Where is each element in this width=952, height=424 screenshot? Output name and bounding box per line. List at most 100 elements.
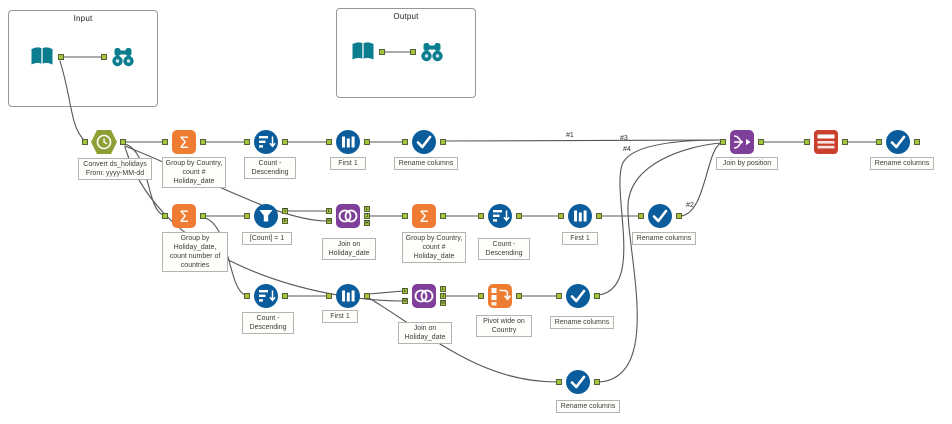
sample-1-annotation[interactable]: First 1 (330, 157, 366, 171)
input-anchor[interactable]: R (326, 218, 332, 224)
input-anchor[interactable] (556, 293, 562, 299)
input-anchor[interactable]: R (402, 298, 408, 304)
output-book-tool[interactable] (341, 38, 385, 66)
output-anchor[interactable]: R (364, 220, 370, 226)
input-anchor[interactable] (326, 139, 332, 145)
input-anchor[interactable] (101, 54, 107, 60)
sample-2-tool[interactable] (558, 202, 602, 230)
input-anchor[interactable] (876, 139, 882, 145)
output-anchor[interactable]: L (364, 206, 370, 212)
select-4-annotation[interactable]: Rename columns (556, 400, 620, 414)
dynamic-rename-tool[interactable] (804, 128, 848, 156)
select-2-annotation[interactable]: Rename columns (632, 232, 696, 246)
input-anchor[interactable] (478, 293, 484, 299)
input-anchor[interactable] (804, 139, 810, 145)
sample-3-annotation[interactable]: First 1 (322, 310, 358, 324)
join-multiple-annotation[interactable]: Join by position (716, 157, 778, 171)
input-anchor[interactable] (478, 213, 484, 219)
input-anchor[interactable] (638, 213, 644, 219)
input-anchor[interactable] (410, 49, 416, 55)
output-anchor[interactable]: R (440, 300, 446, 306)
datetime-annotation[interactable]: Convert ds_holidays From: yyyy-MM-dd (78, 158, 152, 181)
output-anchor[interactable] (282, 139, 288, 145)
select-1-tool[interactable] (402, 128, 446, 156)
output-anchor[interactable] (364, 293, 370, 299)
output-anchor[interactable] (594, 379, 600, 385)
output-anchor[interactable] (120, 139, 126, 145)
join-multiple-tool[interactable] (720, 128, 764, 156)
input-anchor[interactable] (558, 213, 564, 219)
select-2-tool[interactable] (638, 202, 682, 230)
select-4-tool[interactable] (556, 368, 600, 396)
sort-3-annotation[interactable]: Count - Descending (242, 312, 294, 335)
output-anchor[interactable]: L (440, 286, 446, 292)
output-anchor[interactable] (516, 293, 522, 299)
crosstab-annotation[interactable]: Pivot wide on Country (476, 315, 532, 338)
input-book-tool[interactable] (20, 43, 64, 71)
output-anchor[interactable] (282, 293, 288, 299)
output-browse-tool[interactable] (410, 38, 454, 66)
select-final-tool[interactable] (876, 128, 920, 156)
input-anchor[interactable] (556, 379, 562, 385)
select-icon (566, 370, 590, 394)
output-anchor[interactable] (516, 213, 522, 219)
summarize-3-tool[interactable]: Σ (402, 202, 446, 230)
join-1-annotation[interactable]: Join on Holiday_date (322, 238, 376, 261)
input-anchor[interactable] (162, 139, 168, 145)
sort-1-annotation[interactable]: Count - Descending (244, 157, 296, 180)
input-anchor[interactable]: L (402, 288, 408, 294)
output-anchor[interactable] (842, 139, 848, 145)
output-anchor[interactable] (440, 213, 446, 219)
input-anchor[interactable] (162, 213, 168, 219)
select-final-annotation[interactable]: Rename columns (870, 157, 934, 171)
input-anchor[interactable] (244, 139, 250, 145)
input-anchor[interactable] (326, 293, 332, 299)
input-anchor[interactable]: L (326, 208, 332, 214)
input-anchor[interactable] (244, 213, 250, 219)
output-anchor[interactable]: J (364, 213, 370, 219)
output-anchor[interactable] (58, 54, 64, 60)
output-anchor[interactable] (200, 213, 206, 219)
input-anchor[interactable] (720, 139, 726, 145)
summarize-1-tool[interactable]: Σ (162, 128, 206, 156)
sort-3-tool[interactable] (244, 282, 288, 310)
output-anchor[interactable]: T (282, 208, 288, 214)
select-1-annotation[interactable]: Rename columns (394, 157, 458, 171)
input-anchor[interactable] (244, 293, 250, 299)
sort-2-tool[interactable] (478, 202, 522, 230)
sort-2-annotation[interactable]: Count - Descending (478, 238, 530, 261)
crosstab-tool[interactable] (478, 282, 522, 310)
input-anchor[interactable] (402, 213, 408, 219)
input-anchor[interactable] (402, 139, 408, 145)
summarize-2-annotation[interactable]: Group by Holiday_date, count number of c… (162, 232, 228, 273)
input-anchor[interactable] (82, 139, 88, 145)
select-3-annotation[interactable]: Rename columns (550, 316, 614, 330)
datetime-tool[interactable] (82, 128, 126, 156)
summarize-2-tool[interactable]: Σ (162, 202, 206, 230)
output-anchor[interactable] (200, 139, 206, 145)
filter-1-annotation[interactable]: [Count] = 1 (242, 232, 292, 246)
output-anchor[interactable] (758, 139, 764, 145)
output-anchor[interactable] (594, 293, 600, 299)
join-2-annotation[interactable]: Join on Holiday_date (398, 322, 452, 345)
output-anchor[interactable] (596, 213, 602, 219)
input-browse-tool[interactable] (101, 43, 145, 71)
sort-1-tool[interactable] (244, 128, 288, 156)
sample-1-tool[interactable] (326, 128, 370, 156)
sample-3-tool[interactable] (326, 282, 370, 310)
output-anchor[interactable] (914, 139, 920, 145)
output-anchor[interactable]: J (440, 293, 446, 299)
output-anchor[interactable]: F (282, 218, 288, 224)
select-3-tool[interactable] (556, 282, 600, 310)
output-anchor[interactable] (676, 213, 682, 219)
wire-input-book-datetime (59, 60, 84, 140)
output-anchor[interactable] (364, 139, 370, 145)
summarize-3-annotation[interactable]: Group by Country, count # Holiday_date (402, 232, 466, 264)
output-anchor[interactable] (440, 139, 446, 145)
sample-2-annotation[interactable]: First 1 (562, 232, 598, 246)
output-anchor[interactable] (379, 49, 385, 55)
summarize-1-annotation[interactable]: Group by Country, count # Holiday_date (162, 157, 226, 189)
